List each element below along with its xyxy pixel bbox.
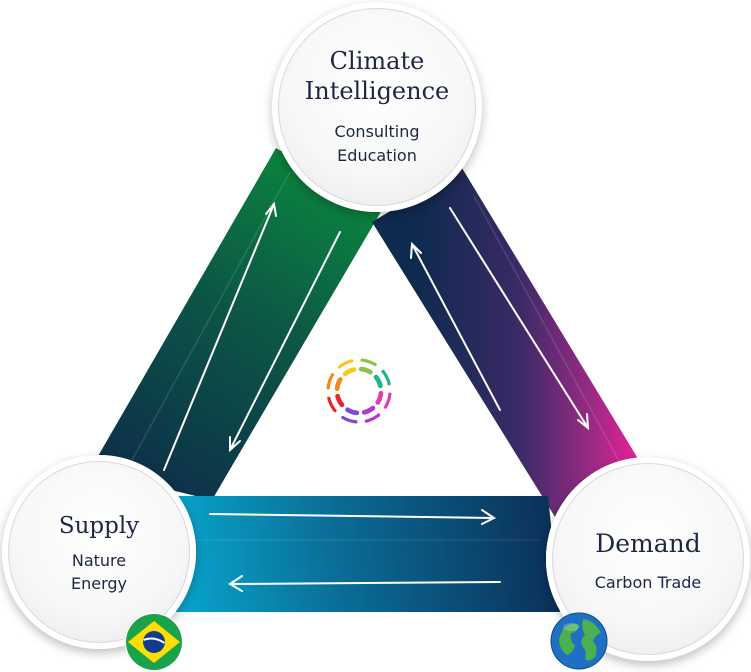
subtitle-line: Education xyxy=(337,146,417,165)
node-title: Demand xyxy=(595,529,701,558)
node-subtitle: Consulting Education xyxy=(272,120,482,168)
arrow-down-left-edge xyxy=(229,231,341,453)
logo-ring-icon xyxy=(326,358,392,424)
logo-dot xyxy=(387,381,391,386)
logo-dot xyxy=(383,405,388,409)
node-climate-intelligence: Climate Intelligence Consulting Educatio… xyxy=(272,2,482,212)
arrow-up-right-edge xyxy=(410,241,501,411)
subtitle-line: Consulting xyxy=(334,122,420,141)
title-line: Intelligence xyxy=(304,77,450,105)
subtitle-line: Energy xyxy=(70,574,127,593)
logo-dot xyxy=(330,373,335,377)
arrow-up-left-edge xyxy=(163,201,277,471)
logo-dot xyxy=(375,400,381,405)
logo-dot xyxy=(349,359,354,363)
logo-dot xyxy=(335,393,341,399)
logo-dot xyxy=(377,383,383,389)
edge-highlight xyxy=(109,171,291,501)
subtitle-line: Nature xyxy=(71,551,127,570)
arrow-right-bottom-edge xyxy=(209,509,496,525)
logo-dot xyxy=(364,419,369,423)
logo-dot xyxy=(373,362,377,367)
logo-dot xyxy=(368,369,373,375)
logo-dot xyxy=(327,396,331,401)
node-title: Climate Intelligence xyxy=(272,46,482,106)
edge-supply-climate xyxy=(90,148,382,500)
logo-dot xyxy=(341,415,345,420)
node-title: Supply xyxy=(58,513,140,539)
node-subtitle: Carbon Trade xyxy=(594,573,702,592)
arrow-down-right-edge xyxy=(449,207,590,431)
edge-highlight xyxy=(473,195,625,471)
edge-climate-demand xyxy=(372,168,640,525)
logo-dot xyxy=(337,377,343,382)
brazil-flag-icon xyxy=(125,613,183,671)
title-line: Climate xyxy=(329,47,425,75)
logo-dot xyxy=(361,409,367,415)
node-subtitle: Nature Energy xyxy=(2,549,196,595)
globe-icon xyxy=(550,612,608,670)
logo-dot xyxy=(345,407,350,413)
arrow-left-bottom-edge xyxy=(228,575,501,592)
logo-dot xyxy=(351,367,357,373)
